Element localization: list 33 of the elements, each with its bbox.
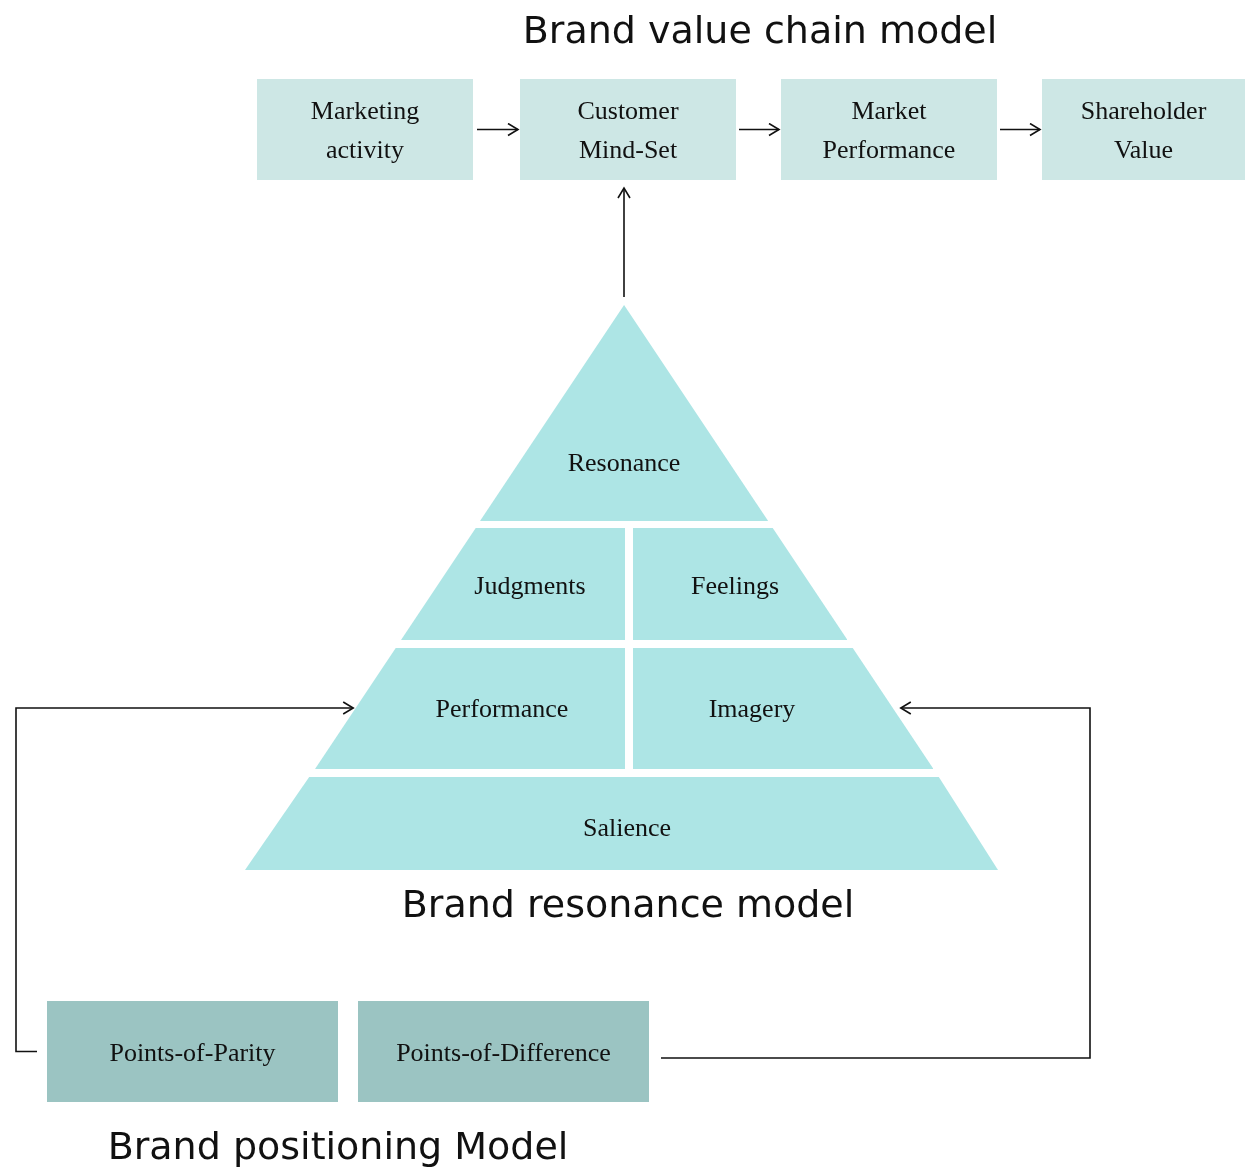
pyramid-layer <box>245 777 998 870</box>
node-label: Market Performance <box>821 94 957 166</box>
process-box <box>47 1001 338 1102</box>
pyramid-layer <box>314 648 625 769</box>
node-label: Resonance <box>567 446 681 479</box>
node-label: Marketing activity <box>309 94 421 166</box>
arrow <box>999 122 1041 137</box>
node-label: Shareholder Value <box>1079 94 1208 166</box>
node-label: Performance <box>435 692 569 725</box>
node-label: Points-of-Parity <box>108 1036 277 1068</box>
pyramid-layer <box>633 648 934 769</box>
node-label: Points-of-Difference <box>395 1036 612 1068</box>
process-box <box>520 79 736 180</box>
section-heading: Brand positioning Model <box>107 1124 569 1168</box>
node-label: Judgments <box>474 569 586 602</box>
process-box <box>1042 79 1245 180</box>
section-heading: Brand resonance model <box>401 882 855 926</box>
arrow <box>476 122 519 137</box>
process-box <box>358 1001 649 1102</box>
node-label: Salience <box>582 811 672 844</box>
node-label: Customer Mind-Set <box>576 94 680 166</box>
pyramid-layer <box>400 528 625 640</box>
arrow <box>738 122 780 137</box>
section-heading: Brand value chain model <box>522 8 998 52</box>
arrow <box>15 701 354 1053</box>
process-box <box>781 79 997 180</box>
node-label: Feelings <box>690 569 780 602</box>
arrow <box>617 187 631 298</box>
pyramid-layer <box>633 528 848 640</box>
node-label: Imagery <box>708 692 796 725</box>
pyramid-layer <box>479 305 769 521</box>
arrow <box>660 701 1091 1059</box>
process-box <box>257 79 473 180</box>
